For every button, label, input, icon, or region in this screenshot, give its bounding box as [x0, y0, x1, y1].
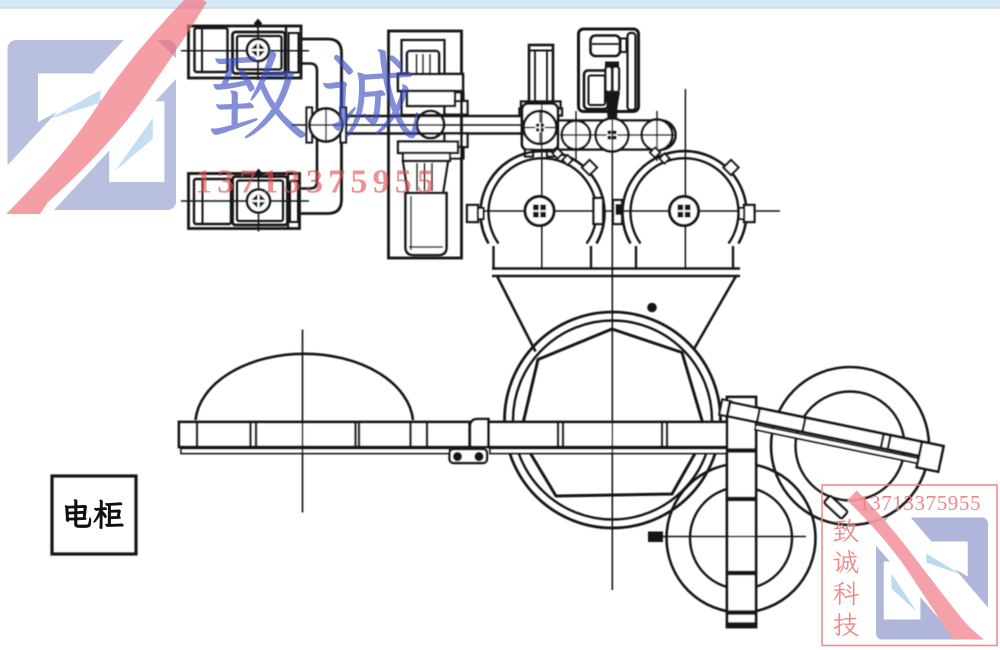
- hexagon-liner: [518, 327, 708, 498]
- collector-centerline: [648, 531, 806, 542]
- lug: [580, 158, 599, 177]
- axis-centerlines: [301, 119, 614, 590]
- elevator-ladder: [725, 395, 758, 629]
- top-strip: [0, 0, 1000, 9]
- lug-small: [648, 146, 662, 159]
- watermark-phone-top: 13713375955: [195, 164, 439, 201]
- side-port-left: [465, 203, 480, 224]
- discharge-ramp: [717, 398, 946, 474]
- weld-dot: [647, 302, 657, 313]
- conveyor-bar: [177, 417, 729, 465]
- dome-cover: [194, 352, 415, 421]
- cable-plug: [604, 92, 620, 120]
- feeder-unit-bottom: [181, 168, 309, 232]
- lug: [721, 158, 741, 177]
- machine-diagram: [50, 18, 946, 629]
- watermark-top-left: 13713375955: [6, 0, 439, 214]
- watermark-border: [821, 484, 998, 647]
- bottle-body: [404, 191, 448, 257]
- control-panel: [577, 27, 640, 120]
- watermark-phone-bottom: 13713375955: [859, 491, 981, 515]
- lug-small: [551, 147, 564, 160]
- discharge-nozzle: [823, 495, 849, 520]
- stub: [648, 531, 663, 542]
- watermark-bottom-right: 13713375955: [821, 484, 998, 647]
- tank-flange: [592, 196, 605, 226]
- ramp-end-cap: [915, 440, 946, 474]
- twin-tanks: [465, 89, 780, 278]
- electric-cabinet: [50, 474, 138, 556]
- side-port-right: [742, 203, 756, 224]
- hopper-funnel: [495, 275, 738, 353]
- dosing-column: [387, 29, 465, 260]
- bar-junction: [468, 417, 490, 449]
- lug-small: [658, 152, 671, 165]
- lug-small: [561, 153, 574, 167]
- watermark-swoosh: [6, 0, 207, 214]
